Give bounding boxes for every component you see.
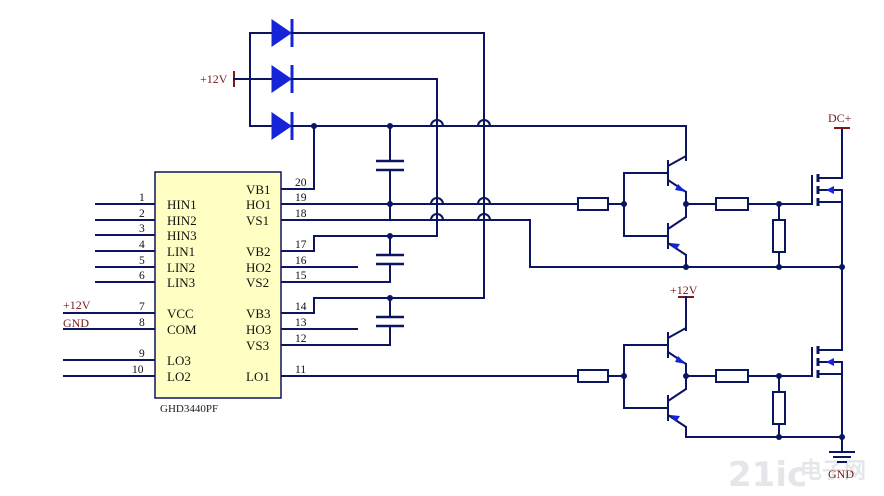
pin-number: 20: [295, 177, 307, 189]
pin-label-lo1: LO1: [246, 369, 270, 384]
vcc-ground-label: GND: [63, 316, 89, 330]
pin-label-hin1: HIN1: [167, 197, 197, 212]
pin-label-ho3: HO3: [246, 322, 271, 337]
pin-label-vs1: VS1: [246, 213, 269, 228]
watermark-latin: 21ic: [728, 455, 807, 495]
pin-number: 6: [139, 270, 145, 282]
pin-label-vs3: VS3: [246, 338, 269, 353]
pin-label-vcc: VCC: [167, 306, 194, 321]
pulldown-resistor-upper: [772, 219, 786, 253]
bootstrap-diode-2: [249, 65, 294, 93]
pin-label-lin1: LIN1: [167, 244, 195, 259]
pin-label-lo3: LO3: [167, 353, 191, 368]
pin-label-com: COM: [167, 322, 197, 337]
right-pin-group: [281, 188, 358, 377]
pin-number: 9: [139, 348, 145, 360]
watermark: 21ic 电子网: [728, 455, 866, 495]
pin-label-vs2: VS2: [246, 275, 269, 290]
bootstrap-diode-3: [249, 112, 294, 140]
pin-number: 11: [295, 364, 306, 376]
diode-supply-label: +12V: [200, 72, 228, 86]
lower-mosfet: GND: [811, 266, 855, 481]
output-resistor-lower: [715, 369, 749, 383]
pin-number: 13: [295, 317, 307, 329]
pin-label-ho2: HO2: [246, 260, 271, 275]
pin-number: 14: [295, 301, 307, 313]
gate-resistor-upper: [577, 197, 609, 211]
pin-number: 16: [295, 255, 307, 267]
junction-dots: [311, 123, 393, 301]
pin-number: 7: [139, 301, 145, 313]
pulldown-resistor-lower: [772, 391, 786, 425]
pin-label-hin2: HIN2: [167, 213, 197, 228]
right-pin-labels: VB1 20 HO1 19 VS1 18 VB2 17 HO2 16 VS2 1…: [246, 177, 307, 384]
pin-number: 12: [295, 333, 307, 345]
pin-label-ho1: HO1: [246, 197, 271, 212]
bootstrap-wiring: [291, 32, 843, 377]
pin-label-lin2: LIN2: [167, 260, 195, 275]
pin-label-vb2: VB2: [246, 244, 271, 259]
pin-label-lo2: LO2: [167, 369, 191, 384]
pin-number: 8: [139, 317, 145, 329]
pin-label-vb3: VB3: [246, 306, 271, 321]
left-pin-labels: 1 HIN1 2 HIN2 3 HIN3 4 LIN1 5 LIN2 6 LIN…: [132, 192, 197, 384]
pin-label-lin3: LIN3: [167, 275, 195, 290]
diode-supply-bus: +12V: [200, 32, 251, 127]
pin-number: 5: [139, 255, 145, 267]
pin-number: 3: [139, 223, 145, 235]
pin-number: 2: [139, 208, 145, 220]
pin-label-vb1: VB1: [246, 182, 271, 197]
pin-number: 19: [295, 192, 307, 204]
bootstrap-diode-1: [249, 19, 294, 47]
bus-ground-label: GND: [828, 467, 854, 481]
pin-label-hin3: HIN3: [167, 228, 197, 243]
gate-resistor-lower: [577, 369, 609, 383]
pin-number: 17: [295, 239, 307, 251]
pin-number: 15: [295, 270, 307, 282]
pin-number: 10: [132, 364, 144, 376]
watermark-cjk: 电子网: [800, 459, 866, 484]
vcc-supply-label: +12V: [63, 298, 91, 312]
pin-number: 1: [139, 192, 145, 204]
ic-body: [154, 171, 282, 399]
lower-driver: +12V: [577, 283, 843, 440]
pin-number: 18: [295, 208, 307, 220]
driver-supply-label: +12V: [670, 283, 698, 297]
bus-positive-label: DC+: [828, 111, 852, 125]
ic-part-name: GHD3440PF: [160, 403, 218, 415]
upper-driver: [577, 155, 813, 270]
left-pin-group: [63, 203, 155, 377]
upper-mosfet: DC+: [811, 111, 852, 270]
pin-number: 4: [139, 239, 145, 251]
output-resistor-upper: [715, 197, 749, 211]
